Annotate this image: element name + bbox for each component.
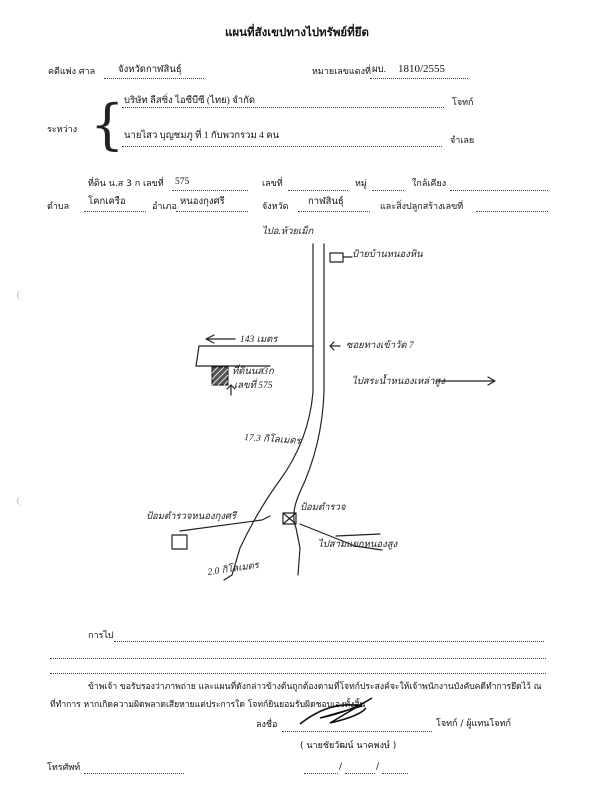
map-label-right-1: ไปสระน้ำหนองเหล่าสูง — [352, 373, 446, 387]
amphoe-line — [176, 211, 248, 212]
date-day-line — [304, 773, 338, 774]
main-road-west-edge — [223, 243, 314, 581]
punch-hole-mark — [17, 496, 28, 506]
amphoe-value: หนองกุงศรี — [180, 197, 225, 207]
plot-pointer-arrow — [226, 384, 236, 396]
page-title: แผนที่สังเขปทางไปทรัพย์ที่ยึด — [225, 25, 369, 39]
amphoe-label: อำเภอ — [152, 202, 177, 212]
certification-line-1: ข้าพเจ้า ขอรับรองว่าภาพถ่าย และแผนที่ดัง… — [88, 682, 542, 692]
moo-label: หมู่ — [355, 179, 367, 189]
building-line — [476, 211, 548, 212]
court-line — [104, 78, 204, 79]
sign-label: ลงชื่อ — [256, 720, 278, 730]
map-label-soi: ซอยทางเข้าวัด 7 — [346, 340, 415, 351]
certification-line-2: ที่ทำการ หากเกิดความผิดพลาดเสียหายแต่ประ… — [50, 700, 366, 710]
deed-value: 575 — [175, 177, 190, 187]
house-marker — [329, 252, 344, 263]
left-landmark-box — [171, 534, 188, 550]
map-label-house: ป้ายบ้านหนองหิน — [352, 249, 423, 260]
date-year-line — [382, 773, 408, 774]
map-label-plot-2: เลขที่ 575 — [234, 378, 273, 391]
brace-symbol: { — [90, 93, 125, 156]
province-label: จังหวัด — [262, 202, 289, 212]
moo-line — [372, 190, 404, 191]
between-label: ระหว่าง — [47, 125, 78, 135]
phone-label: โทรศัพท์ — [47, 763, 81, 773]
no-label: เลขที่ — [262, 179, 283, 189]
signature-scribble — [299, 697, 373, 725]
date-separator-2: / — [376, 762, 380, 772]
punch-hole-mark — [17, 290, 28, 300]
no-line — [288, 190, 348, 191]
map-label-plot-1: ที่ดินนส3ก — [232, 364, 275, 377]
right-arrow-1 — [435, 376, 496, 386]
map-label-top: ไปอ.ห้วยเม็ก — [262, 225, 315, 237]
phone-line — [84, 773, 184, 774]
deed-label: ที่ดิน น.ส 3 ก เลขที่ — [88, 179, 164, 189]
court-value: จังหวัดกาฬสินธุ์ — [118, 65, 182, 75]
date-month-line — [345, 773, 375, 774]
map-label-right-2: ไปสามแยกหนองสูง — [318, 538, 399, 550]
province-line — [298, 211, 370, 212]
building-label: และสิ่งปลูกสร้างเลขที่ — [380, 202, 464, 212]
tambon-label: ตำบล — [47, 202, 70, 212]
black-no-prefix: ผบ. — [372, 65, 386, 75]
black-no-value: 1810/2555 — [398, 63, 446, 75]
left-branch-road — [179, 515, 271, 532]
map-label-junction-right: ป้อมตำรวจ — [300, 502, 346, 513]
black-no-line — [370, 78, 468, 79]
plaintiff-name: บริษัท ลีสซิ่ง ไอซีบีซี (ไทย) จำกัด — [124, 96, 256, 106]
defendant-name: นายไสว บุญชมภู ที่ 1 กับพวกรวม 4 คน — [124, 131, 280, 141]
signer-name: ( นายชัยวัฒน์ นาคพงษ์ ) — [300, 741, 397, 751]
main-road-east-edge — [293, 243, 325, 576]
map-label-distance-2: 17.3 กิโลเมตร — [244, 431, 303, 447]
defendant-role: จำเลย — [450, 136, 475, 146]
route-line-2 — [50, 658, 546, 659]
plaintiff-role: โจทก์ — [452, 98, 474, 108]
map-label-junction-left: ป้อมตำรวจหนองกุงศรี — [146, 510, 238, 522]
tambon-line — [84, 211, 146, 212]
sign-line — [282, 731, 432, 732]
route-label: การไป — [88, 631, 114, 641]
near-label: ใกล้เคียง — [412, 179, 447, 189]
lower-right-branch — [299, 523, 383, 551]
police-box-cross — [282, 512, 297, 525]
map-label-distance-3: 2.0 กิโลเมตร — [207, 559, 262, 578]
route-line-1 — [114, 641, 544, 642]
soi-pointer-arrow — [329, 341, 341, 351]
black-no-label: หมายเลขแดงที่ — [312, 67, 371, 77]
date-separator-1: / — [339, 762, 343, 772]
deed-line — [172, 190, 248, 191]
route-line-3 — [50, 673, 546, 674]
tambon-value: โคกเครือ — [88, 197, 126, 207]
plaintiff-line — [122, 107, 444, 108]
defendant-line — [122, 146, 442, 147]
court-label: คดีแพ่ง ศาล — [48, 67, 96, 77]
map-label-distance-1: 143 เมตร — [240, 335, 279, 345]
near-line — [450, 190, 548, 191]
province-value: กาฬสินธุ์ — [308, 197, 344, 207]
signer-role: โจทก์ / ผู้แทนโจทก์ — [436, 719, 511, 729]
soi-distance-arrow — [205, 334, 236, 344]
soi-road — [195, 345, 314, 367]
